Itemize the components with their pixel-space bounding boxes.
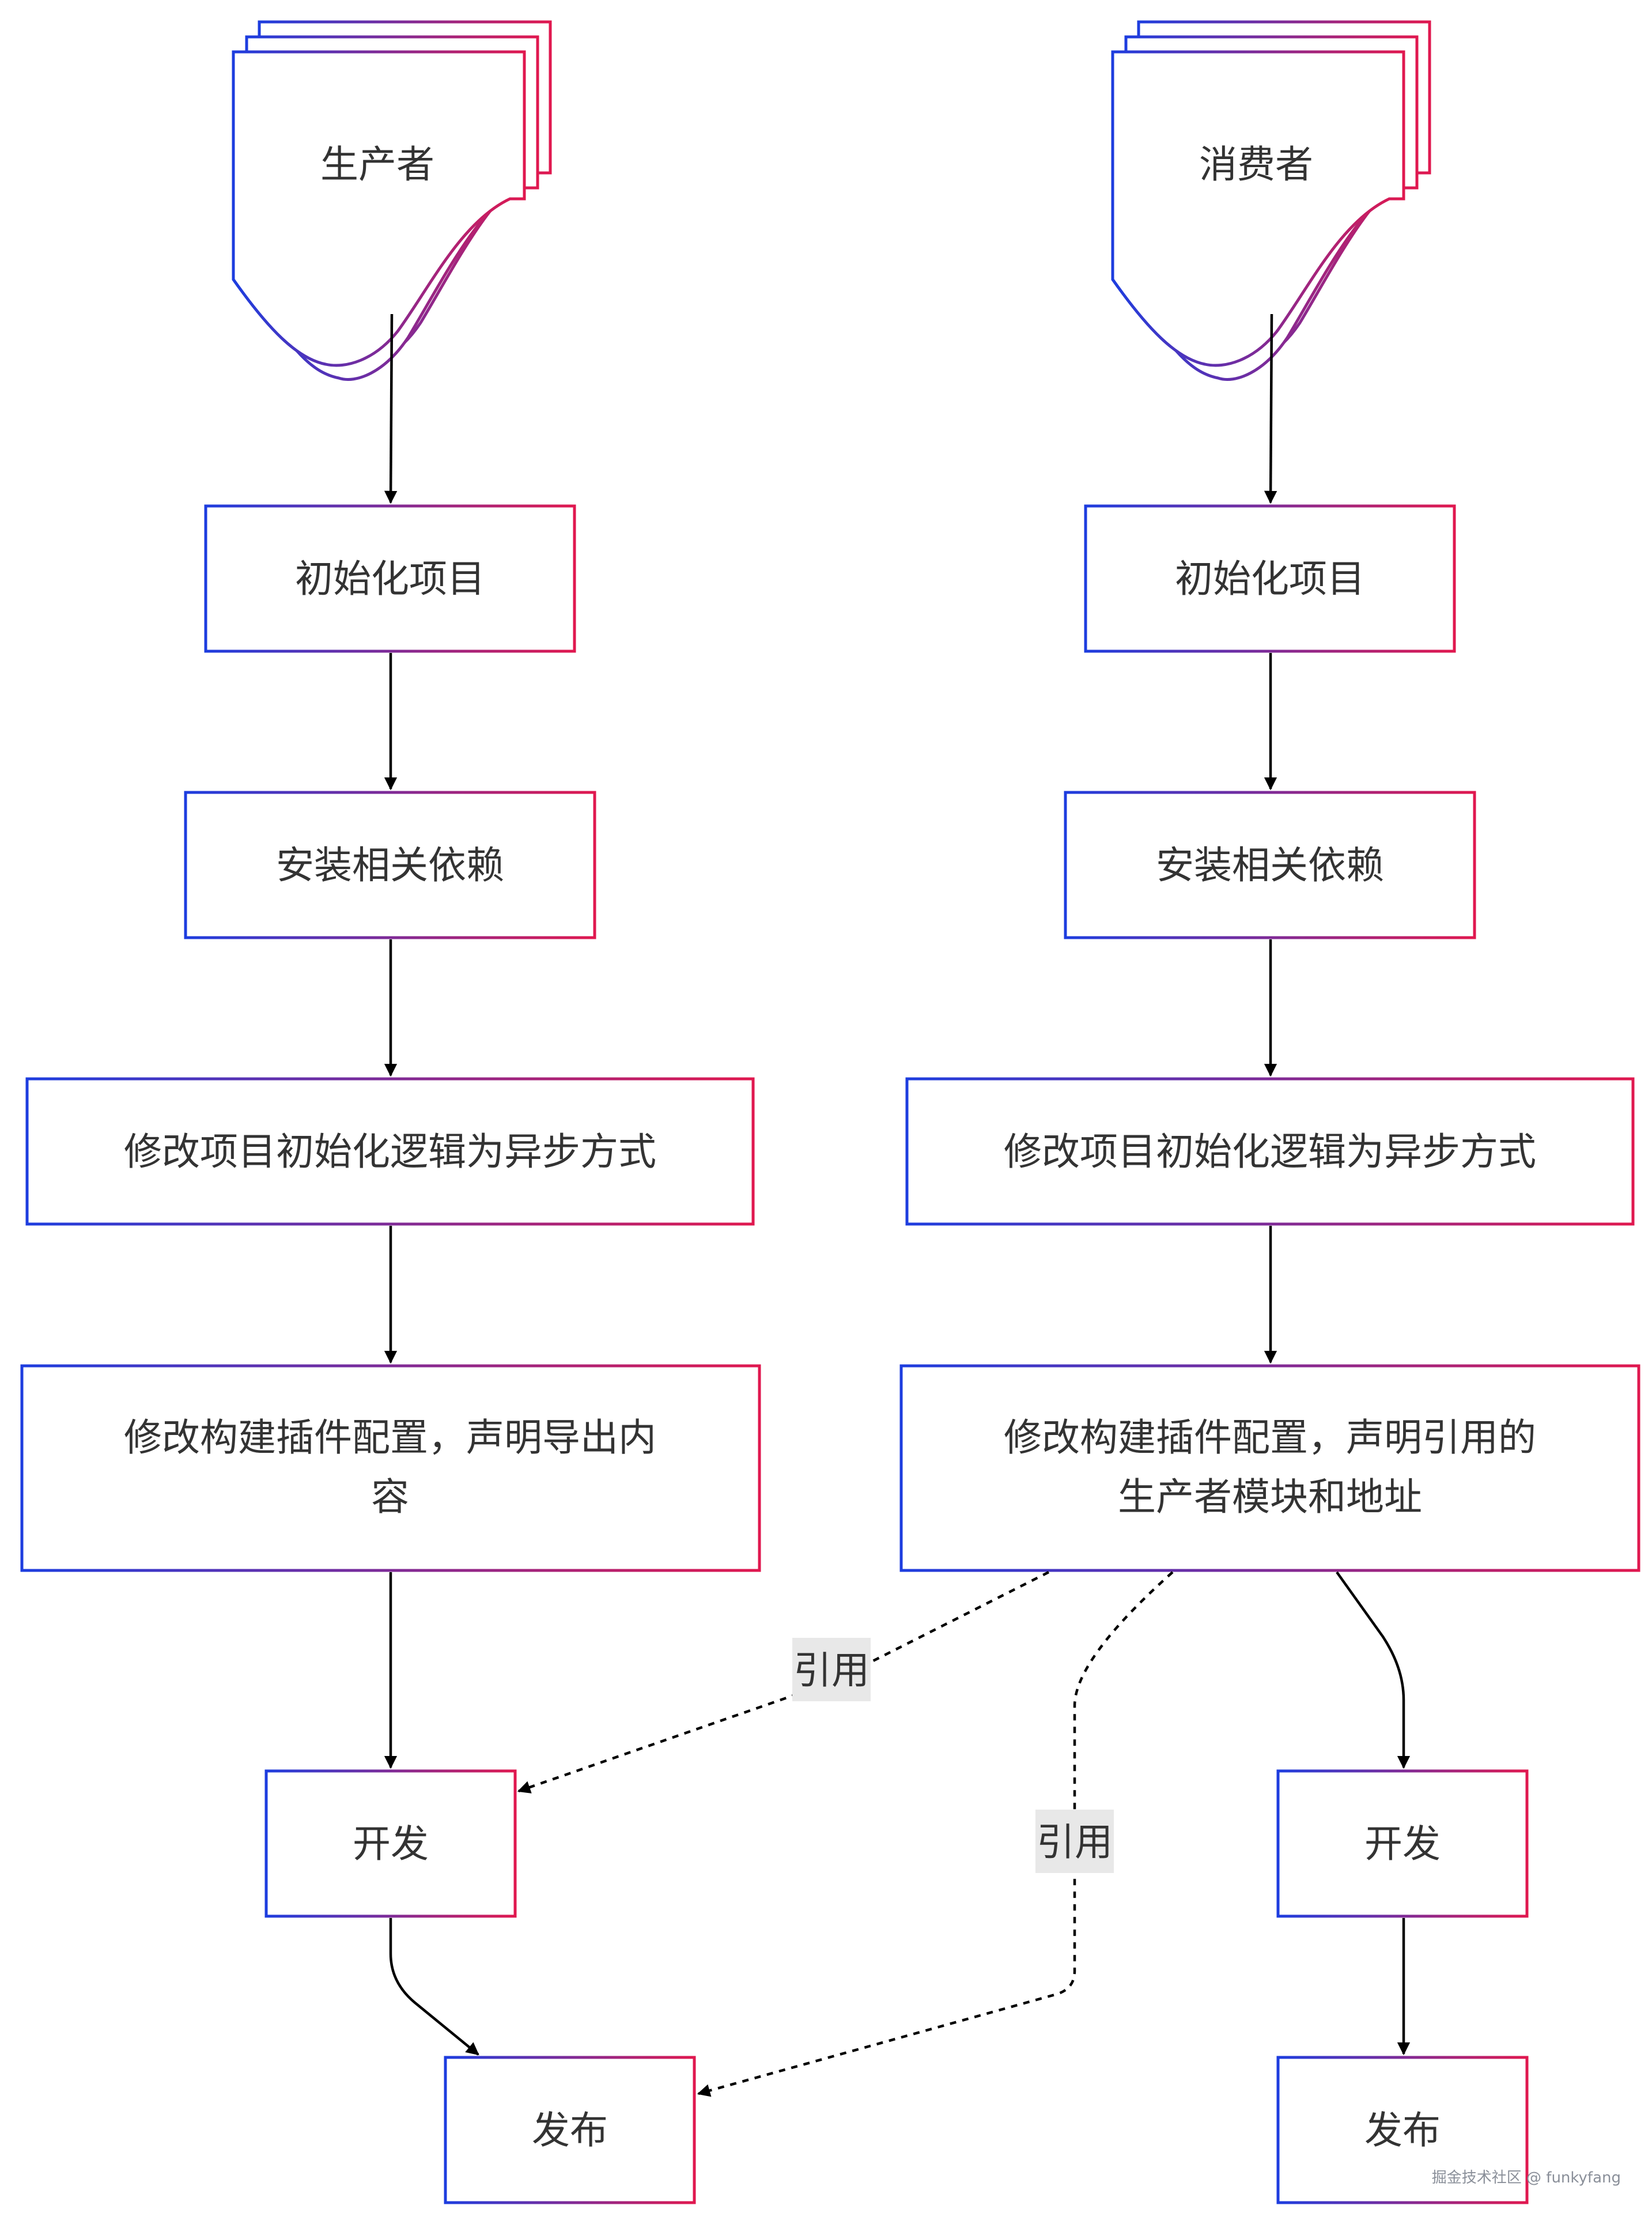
edge-label-ref-2: 引用 <box>1035 1810 1114 1873</box>
consumer-develop-node: 开发 <box>1276 1769 1529 1918</box>
node-label: 发布 <box>532 2108 608 2152</box>
node-label: 安装相关依赖 <box>276 843 504 888</box>
node-box <box>204 504 576 653</box>
node-box <box>1276 2056 1529 2204</box>
edge-label-ref-1: 引用 <box>792 1638 871 1701</box>
node-box <box>444 2056 696 2204</box>
producer-async-node: 修改项目初始化逻辑为异步方式 <box>25 1077 755 1226</box>
consumer-publish-node: 发布 <box>1276 2056 1529 2204</box>
node-label: 修改项目初始化逻辑为异步方式 <box>1004 1130 1536 1174</box>
node-box <box>1276 1769 1529 1918</box>
watermark: 掘金技术社区 @ funkyfang <box>1431 2169 1621 2186</box>
node-box <box>184 791 596 939</box>
solid-edges <box>384 314 1411 2056</box>
edge-label-text: 引用 <box>793 1648 870 1693</box>
document-stack-front <box>232 50 526 367</box>
producer-init-node: 初始化项目 <box>204 504 576 653</box>
node-box <box>264 1769 517 1918</box>
node-label: 修改项目初始化逻辑为异步方式 <box>124 1130 656 1174</box>
edge-producer-doc-to-init <box>384 314 398 504</box>
node-label: 发布 <box>1364 2108 1441 2152</box>
producer-document-node: 生产者 <box>232 20 552 381</box>
node-box <box>1064 791 1476 939</box>
node-box <box>899 1364 1640 1572</box>
node-label-line2: 容 <box>371 1475 409 1519</box>
document-stack-front <box>1111 50 1405 367</box>
edge-label-bg <box>792 1638 871 1701</box>
producer-title: 生产者 <box>320 142 434 187</box>
consumer-init-node: 初始化项目 <box>1084 504 1456 653</box>
consumer-async-node: 修改项目初始化逻辑为异步方式 <box>905 1077 1635 1226</box>
edge-consumer-config-ref-producer-develop <box>517 1570 1050 1793</box>
edge-consumer-config-to-develop <box>1336 1571 1411 1769</box>
node-label: 开发 <box>1364 1822 1441 1866</box>
node-label: 开发 <box>353 1822 429 1866</box>
node-box <box>1084 504 1456 653</box>
node-box <box>905 1077 1635 1226</box>
node-box <box>25 1077 755 1226</box>
node-label-line1: 修改构建插件配置，声明导出内 <box>124 1415 656 1460</box>
producer-publish-node: 发布 <box>444 2056 696 2204</box>
edge-label-text: 引用 <box>1037 1820 1113 1864</box>
edge-producer-develop-to-publish <box>389 1918 479 2056</box>
consumer-document-node: 消费者 <box>1111 20 1431 381</box>
node-label-line2: 生产者模块和地址 <box>1118 1475 1422 1519</box>
consumer-title: 消费者 <box>1199 142 1313 187</box>
node-label: 安装相关依赖 <box>1156 843 1384 888</box>
producer-config-node: 修改构建插件配置，声明导出内 容 <box>20 1364 761 1572</box>
node-label-line1: 修改构建插件配置，声明引用的 <box>1004 1415 1536 1460</box>
node-label: 初始化项目 <box>1175 557 1365 601</box>
node-box <box>20 1364 761 1572</box>
consumer-config-node: 修改构建插件配置，声明引用的 生产者模块和地址 <box>899 1364 1640 1572</box>
node-label: 初始化项目 <box>295 557 485 601</box>
consumer-install-node: 安装相关依赖 <box>1064 791 1476 939</box>
producer-develop-node: 开发 <box>264 1769 517 1918</box>
edge-consumer-config-ref-producer-publish <box>697 1571 1174 2097</box>
producer-install-node: 安装相关依赖 <box>184 791 596 939</box>
edge-consumer-doc-to-init <box>1264 314 1277 504</box>
edge-label-bg <box>1035 1810 1114 1873</box>
